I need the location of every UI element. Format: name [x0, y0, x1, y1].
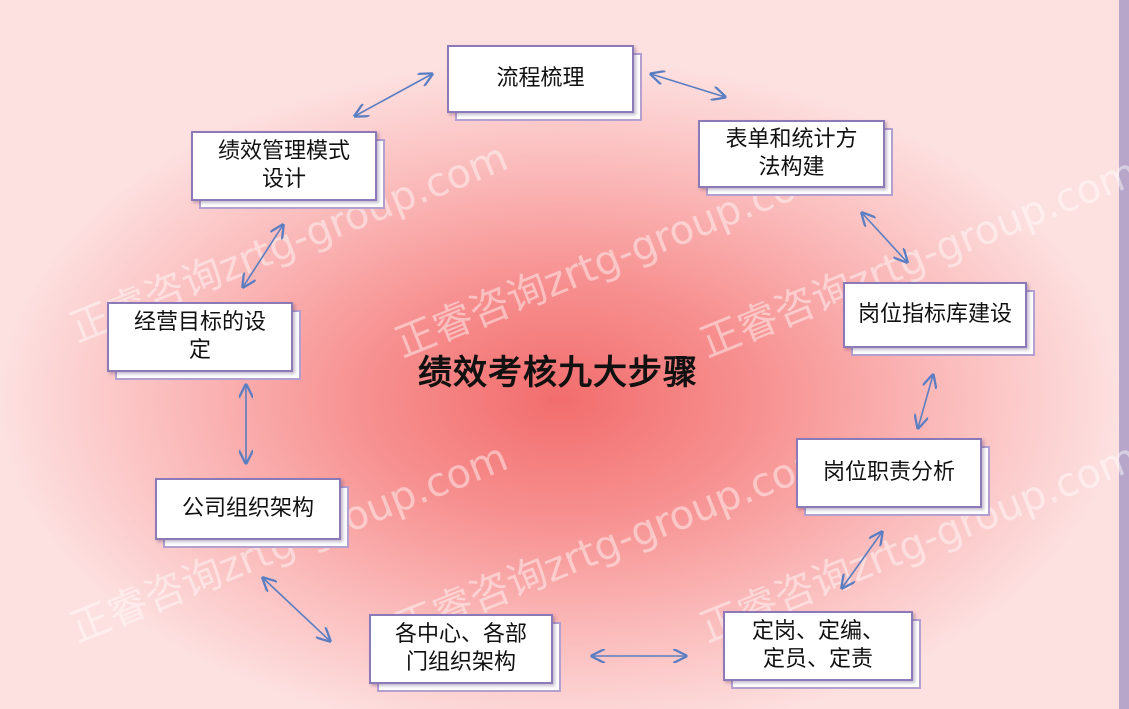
node-company-org: 公司组织架构: [155, 478, 349, 548]
node-mode: 绩效管理模式设计: [191, 131, 385, 209]
arrow-process-forms: [651, 74, 725, 97]
node-kpi-lib: 岗位指标库建设: [843, 282, 1035, 356]
node-label: 表单和统计方法构建: [698, 120, 885, 188]
right-edge-strip: [1119, 0, 1129, 709]
node-goals: 经营目标的设定: [107, 302, 301, 380]
arrow-dept-company: [263, 578, 330, 641]
node-label: 岗位指标库建设: [843, 282, 1027, 348]
node-process: 流程梳理: [447, 45, 642, 121]
node-duties: 岗位职责分析: [796, 438, 990, 516]
arrow-mode-process: [355, 74, 432, 116]
node-forms: 表单和统计方法构建: [698, 120, 893, 196]
arrow-goals-mode: [243, 225, 283, 287]
node-label: 流程梳理: [447, 45, 634, 113]
arrow-forms-kpilib: [862, 213, 907, 262]
arrow-kpilib-duties: [918, 375, 933, 428]
arrow-duties-staffing: [842, 532, 882, 588]
node-label: 绩效管理模式设计: [191, 131, 377, 201]
node-label: 各中心、各部门组织架构: [369, 614, 553, 684]
node-dept-org: 各中心、各部门组织架构: [369, 614, 561, 692]
node-label: 岗位职责分析: [796, 438, 982, 508]
node-label: 经营目标的设定: [107, 302, 293, 372]
node-label: 公司组织架构: [155, 478, 341, 540]
node-label: 定岗、定编、定员、定责: [723, 611, 913, 681]
node-staffing: 定岗、定编、定员、定责: [723, 611, 921, 689]
diagram-title: 绩效考核九大步骤: [418, 353, 698, 393]
